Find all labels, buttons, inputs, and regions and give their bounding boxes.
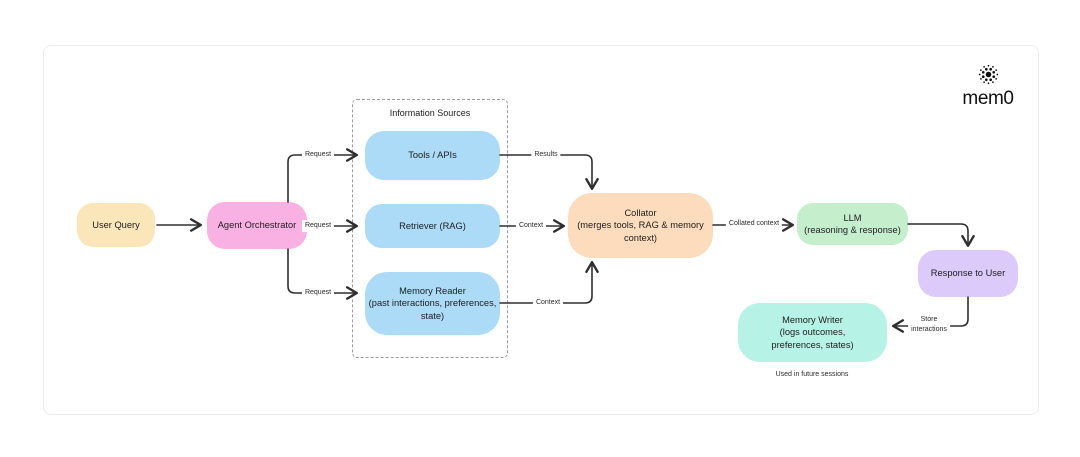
node-collator: Collator (merges tools, RAG & memory con… — [568, 193, 713, 258]
node-tools-apis: Tools / APIs — [365, 131, 500, 180]
edge-label-request-retriever: Request — [301, 220, 335, 232]
future-sessions-caption: Used in future sessions — [775, 371, 849, 378]
node-memory-reader: Memory Reader (past interactions, prefer… — [365, 272, 500, 335]
node-memory-writer: Memory Writer (logs outcomes, preference… — [738, 303, 887, 362]
brand-logo: mem0 — [948, 64, 1028, 109]
brand-wordmark: mem0 — [962, 88, 1014, 109]
node-response-to-user: Response to User — [918, 250, 1018, 297]
edge-label-context-rag: Context — [515, 220, 547, 232]
edge-label-store-interactions: Store interactions — [908, 314, 950, 336]
node-agent-orchestrator: Agent Orchestrator — [207, 202, 307, 249]
information-sources-title: Information Sources — [389, 108, 471, 118]
node-llm: LLM (reasoning & response) — [797, 203, 908, 245]
edge-label-context-memory: Context — [532, 297, 564, 309]
dotted-sphere-icon — [978, 64, 998, 85]
edge-label-request-memory: Request — [301, 287, 335, 299]
edge-label-collated-context: Collated context — [725, 218, 783, 230]
node-user-query: User Query — [77, 203, 155, 247]
node-retriever-rag: Retriever (RAG) — [365, 204, 500, 248]
edge-label-request-tools: Request — [301, 149, 335, 161]
edge-label-results: Results — [531, 149, 561, 161]
